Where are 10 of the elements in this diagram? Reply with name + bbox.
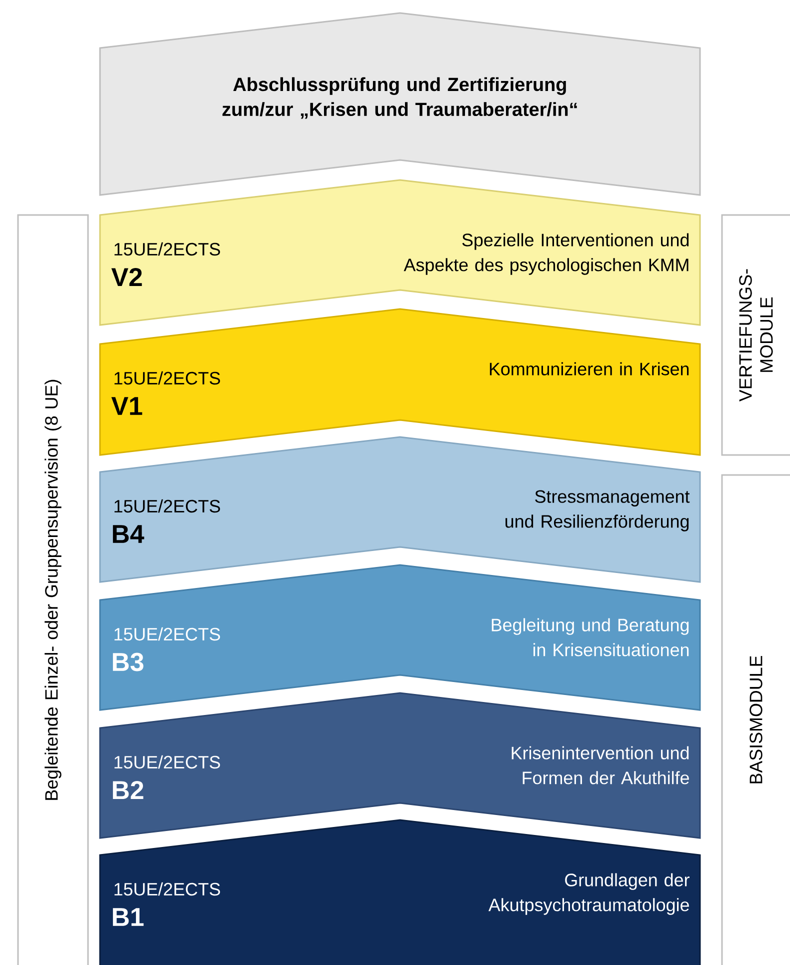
chevron-band: 15UE/2ECTS B2 Krisenintervention und Formen der Akuthilfe — [99, 692, 701, 839]
chevron-band: Abschlussprüfung und Zertifizierung zum/zur „Krisen und Traumaberater/in“ — [99, 12, 701, 196]
side-band: VERTIEFUNGS- MODULE — [721, 214, 790, 456]
side-band: BASISMODULE — [721, 474, 790, 965]
chevron-band: 15UE/2ECTS B4 Stressmanagement und Resilienzförderung — [99, 436, 701, 583]
chevron-band: 15UE/2ECTS B3 Begleitung und Beratung in Krisensituationen — [99, 564, 701, 711]
side-band: Begleitende Einzel- oder Gruppensupervision (8 UE) — [17, 214, 89, 965]
chevron-band: 15UE/2ECTS V2 Spezielle Interventionen und Aspekte des psychologischen KMM — [99, 179, 701, 326]
chevron-band: 15UE/2ECTS B1 Grundlagen der Akutpsychotraumatologie — [99, 819, 701, 965]
chevron-band: 15UE/2ECTS V1 Kommunizieren in Krisen — [99, 308, 701, 456]
